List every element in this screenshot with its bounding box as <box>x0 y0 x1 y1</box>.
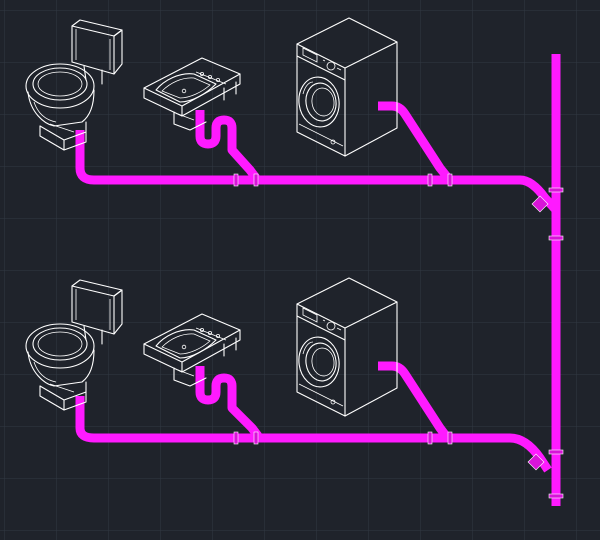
sink-trap-upper <box>195 110 260 181</box>
pipe-network-lower <box>75 361 564 499</box>
stack-fitting <box>548 187 564 193</box>
stack-fitting <box>548 235 564 241</box>
washer-branch-lower <box>378 361 450 439</box>
drain-pipe-lower <box>75 396 552 473</box>
level-upper <box>25 17 564 506</box>
pipe-network-upper <box>75 54 564 506</box>
washer-branch-upper <box>378 101 452 181</box>
wye-fitting <box>531 195 549 213</box>
drain-pipe-upper <box>75 130 560 214</box>
stack-fitting <box>548 493 564 499</box>
level-lower <box>25 277 564 499</box>
sink-trap-lower <box>195 366 262 439</box>
wye-fitting <box>527 453 545 471</box>
stack-fitting <box>548 449 564 455</box>
